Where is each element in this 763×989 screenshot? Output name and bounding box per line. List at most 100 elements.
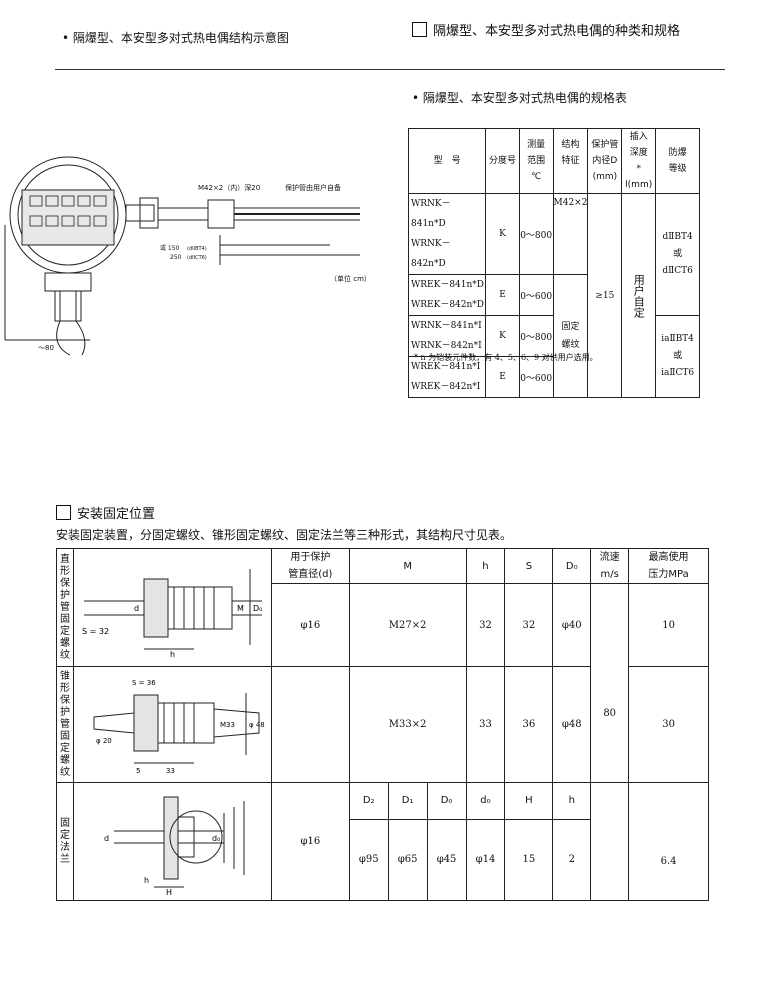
- unit-label: （单位 cm）: [330, 274, 371, 283]
- row3-d0-small: φ14: [465, 818, 506, 902]
- row1-label-cell: 直形保护管固定螺纹: [56, 548, 74, 667]
- model-line: WREK－841n*I: [411, 362, 481, 372]
- left-title: • 隔爆型、本安型多对式热电偶结构示意图: [62, 31, 289, 45]
- row2-m: M33×2: [348, 666, 467, 783]
- h-header: h: [465, 548, 506, 584]
- row3-h: 2: [552, 818, 592, 902]
- graduation-cell: K: [485, 193, 520, 275]
- sub-header-d1: D₁: [387, 782, 428, 820]
- thermocouple-diagram: M42×2（内）深20 保护管由用户自备 或 150 (dIIBT4) 250 …: [4, 156, 371, 356]
- pipe-header: 保护管内径D(mm): [587, 128, 623, 194]
- row2-press: 30: [628, 666, 709, 783]
- table-row: 锥形保护管固定螺纹 S = 36 φ 20 33 5 M33 φ 48: [56, 666, 709, 783]
- left-title-text: 隔爆型、本安型多对式热电偶结构示意图: [72, 31, 289, 45]
- right-title: 隔爆型、本安型多对式热电偶的种类和规格: [412, 20, 680, 39]
- spec-title: • 隔爆型、本安型多对式热电偶的规格表: [412, 91, 627, 105]
- flow-l2: m/s: [600, 569, 619, 580]
- range-cell: 0～800: [518, 193, 554, 275]
- ex-cell-b: iaⅡBT4 或 iaⅡCT6: [655, 315, 700, 398]
- depth-header: 插入深度* l(mm): [621, 128, 657, 194]
- range-header-l3: ℃: [531, 172, 542, 182]
- depth-header-l1: 插入: [629, 132, 648, 142]
- range-cell: 0～600: [518, 274, 554, 316]
- row3-d0: φ45: [426, 818, 467, 902]
- draw2-d-label: φ 48: [249, 721, 265, 729]
- struct-header-l1: 结构: [561, 140, 580, 150]
- taper-thread-drawing: S = 36 φ 20 33 5 M33 φ 48: [93, 679, 265, 775]
- draw1-d0-label: D₀: [253, 604, 262, 613]
- struct-header-l2: 特征: [561, 156, 580, 166]
- model-line: WRNK－841n*D: [411, 199, 451, 229]
- drawing-flange: d H h d₀: [72, 782, 272, 901]
- flange-sub-header-row: 固定法兰 d H h d₀ φ16 D₂ D₁ D₀ d₀ H: [56, 782, 709, 901]
- model-line: WRNK－841n*I: [411, 321, 482, 331]
- model-line: WREK－842n*D: [411, 300, 485, 310]
- draw3-d0-label: d₀: [212, 834, 220, 843]
- ex-b2: 或: [673, 351, 683, 361]
- model-cell: WRNK－841n*D WRNK－842n*D: [407, 193, 487, 275]
- row2-flow: 80: [590, 583, 630, 783]
- pipe-cell: ≥15: [587, 193, 623, 398]
- graduation-header: 分度号: [485, 128, 520, 194]
- row3-pipe: φ16: [270, 782, 350, 901]
- sub-header-h: h: [552, 782, 592, 820]
- graduation-cell: E: [485, 274, 520, 316]
- ex-header: 防爆等级: [655, 128, 700, 194]
- flange-drawing: d H h d₀: [104, 796, 245, 897]
- drawing-straight-thread: S = 32 h d M D₀: [72, 548, 272, 667]
- model-cell: WREK－841n*D WREK－842n*D: [407, 274, 487, 316]
- struct-header: 结构特征: [552, 128, 589, 194]
- model-line: WRNK－842n*I: [411, 341, 482, 351]
- right-title-text: 隔爆型、本安型多对式热电偶的种类和规格: [433, 24, 681, 39]
- press-l1: 最高使用: [648, 552, 689, 563]
- m-header: M: [348, 548, 467, 584]
- row3-label-cell: 固定法兰: [56, 782, 74, 901]
- ex-b3: iaⅡCT6: [661, 368, 695, 378]
- sub-header-d2: D₂: [348, 782, 389, 820]
- row1-pipe: φ16: [270, 583, 350, 667]
- spec-footnote: * n 为铠装元件数，有 4、5、6、9 对供用户选用。: [414, 353, 598, 362]
- pipe-dia-l1: 用于保护: [290, 552, 331, 563]
- model-line: WREK－842n*I: [411, 382, 481, 392]
- range-header-l2: 范围: [527, 156, 546, 166]
- row1-h: 32: [465, 583, 506, 667]
- ex-a1: dⅡBT4: [662, 232, 693, 242]
- row3-flow-empty: [590, 782, 630, 901]
- draw3-d-label: d: [104, 834, 109, 843]
- row3-d2: φ95: [348, 818, 389, 902]
- range-cell: 0～600: [518, 356, 554, 398]
- model-line: WREK－841n*D: [411, 280, 485, 290]
- length-a: 或 150: [160, 244, 180, 252]
- row2-h: 33: [465, 666, 506, 783]
- draw2-dim-33: 33: [166, 767, 175, 775]
- ex-b1: iaⅡBT4: [661, 334, 694, 344]
- draw2-dim-5: 5: [136, 767, 140, 775]
- row2-pipe-empty: [270, 666, 350, 783]
- cable: [56, 320, 71, 356]
- press-header: 最高使用压力MPa: [628, 548, 709, 584]
- s-header: S: [504, 548, 554, 584]
- draw2-m-label: M33: [220, 721, 235, 729]
- model-cell: WREK－841n*I WREK－842n*I: [407, 356, 487, 398]
- model-header: 型 号: [407, 128, 487, 194]
- row2-label: 锥形保护管固定螺纹: [59, 670, 70, 778]
- graduation-header-text: 分度号: [489, 156, 517, 166]
- row1-s: 32: [504, 583, 554, 667]
- sub-header-d0: D₀: [426, 782, 467, 820]
- row1-label: 直形保护管固定螺纹: [59, 553, 70, 661]
- draw3-h-label: H: [166, 888, 172, 897]
- model-line: WRNK－842n*D: [411, 239, 451, 269]
- d0-header: D₀: [552, 548, 592, 584]
- row3-label: 固定法兰: [59, 817, 70, 865]
- pipe-header-l1: 保护管: [591, 140, 619, 150]
- thread-label: M42×2（内）深20: [198, 183, 260, 192]
- row2-d0: φ48: [552, 666, 592, 783]
- terminal-block: [21, 189, 115, 246]
- sub-header-H: H: [504, 782, 554, 820]
- install-header-row: 直形保护管固定螺纹 S = 32 h d M D₀ 用于保护管直径(d): [56, 548, 709, 667]
- row1-d0: φ40: [552, 583, 592, 667]
